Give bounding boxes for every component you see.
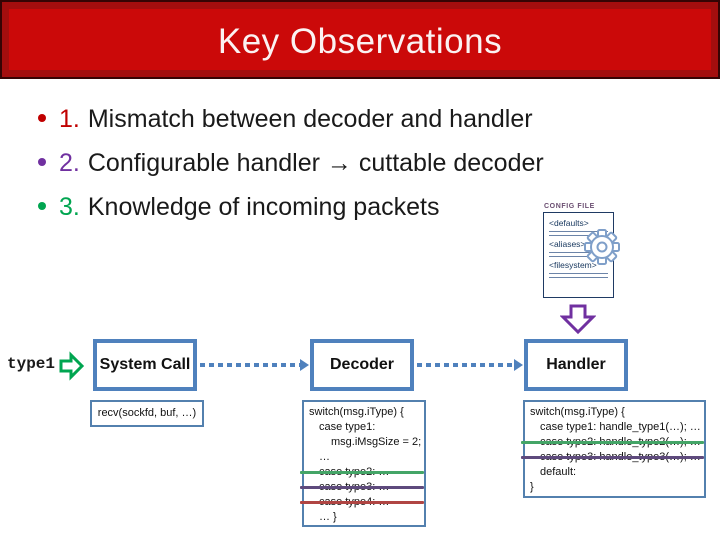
strikethrough-line — [300, 486, 424, 489]
code-line: switch(msg.iType) { — [309, 406, 404, 418]
document-line — [549, 256, 608, 257]
down-arrow-icon — [560, 304, 596, 335]
code-line: msg.iMsgSize = 2; — [331, 436, 422, 448]
arrowhead — [514, 359, 523, 371]
document-line — [549, 277, 608, 278]
bullet-dot — [38, 158, 46, 166]
input-right-arrow-icon — [59, 351, 85, 381]
document-line — [549, 252, 608, 253]
title-bar: Key Observations — [0, 0, 720, 79]
config-section-defaults: <defaults> — [549, 218, 589, 228]
code-line: switch(msg.iType) { — [530, 406, 625, 418]
code-line-struck: case type2: … — [300, 465, 424, 480]
bullet-number: 2. — [59, 149, 80, 177]
slide-title: Key Observations — [217, 21, 503, 61]
handler-box: Handler — [524, 339, 628, 391]
bullet-number: 1. — [59, 105, 80, 133]
decoder-box: Decoder — [310, 339, 414, 391]
bullet-text: Mismatch between decoder and handler — [87, 105, 533, 133]
decoder-code-box: switch(msg.iType) { case type1: msg.iMsg… — [300, 400, 426, 527]
config-file-header: CONFIG FILE — [544, 203, 595, 210]
document-line — [549, 273, 608, 274]
document-line — [549, 231, 608, 232]
bullet-text: Configurable handler → cuttable decoder — [87, 149, 544, 177]
dashed-shaft — [417, 363, 516, 367]
document-line — [549, 235, 608, 236]
code-line-struck: case type4: … — [300, 495, 424, 510]
code-line: } — [530, 481, 534, 493]
arrow-syscall-to-decoder — [200, 359, 309, 371]
bullet-number: 3. — [59, 193, 80, 221]
code-line: … — [319, 451, 330, 463]
bullet-item-3: 3. Knowledge of incoming packets — [38, 192, 598, 223]
strikethrough-line — [300, 471, 424, 474]
bullet-item-1: 1. Mismatch between decoder and handler — [38, 104, 598, 135]
config-section-aliases: <aliases> — [549, 239, 586, 249]
code-line: default: — [540, 466, 577, 478]
code-line: recv(sockfd, buf, …) — [97, 407, 197, 419]
code-line: case type1: — [319, 421, 376, 433]
config-section-filesystem: <filesystem> — [549, 260, 597, 270]
system-call-box: System Call — [93, 339, 197, 391]
code-line: case type1: handle_type1(…); … — [540, 421, 701, 433]
system-call-code-box: recv(sockfd, buf, …) — [90, 400, 204, 427]
code-line-struck: case type2: handle_type2(…); … — [521, 435, 704, 450]
bullet-text: Knowledge of incoming packets — [87, 193, 440, 221]
arrow-decoder-to-handler — [417, 359, 523, 371]
code-line: … } — [319, 511, 337, 523]
input-type-label: type1 — [7, 355, 56, 373]
bullet-dot — [38, 202, 46, 210]
bullet-list: 1. Mismatch between decoder and handler … — [38, 104, 598, 236]
code-line-struck: case type3: … — [300, 480, 424, 495]
gear-icon — [584, 229, 620, 265]
bullet-item-2: 2. Configurable handler → cuttable decod… — [38, 148, 598, 179]
code-line-struck: case type3: handle_type3(…); … — [521, 450, 704, 465]
dashed-shaft — [200, 363, 302, 367]
handler-code-box: switch(msg.iType) { case type1: handle_t… — [521, 400, 706, 498]
strikethrough-line — [300, 501, 424, 504]
arrowhead — [300, 359, 309, 371]
bullet-dot — [38, 114, 46, 122]
strikethrough-line — [521, 441, 704, 444]
strikethrough-line — [521, 456, 704, 459]
